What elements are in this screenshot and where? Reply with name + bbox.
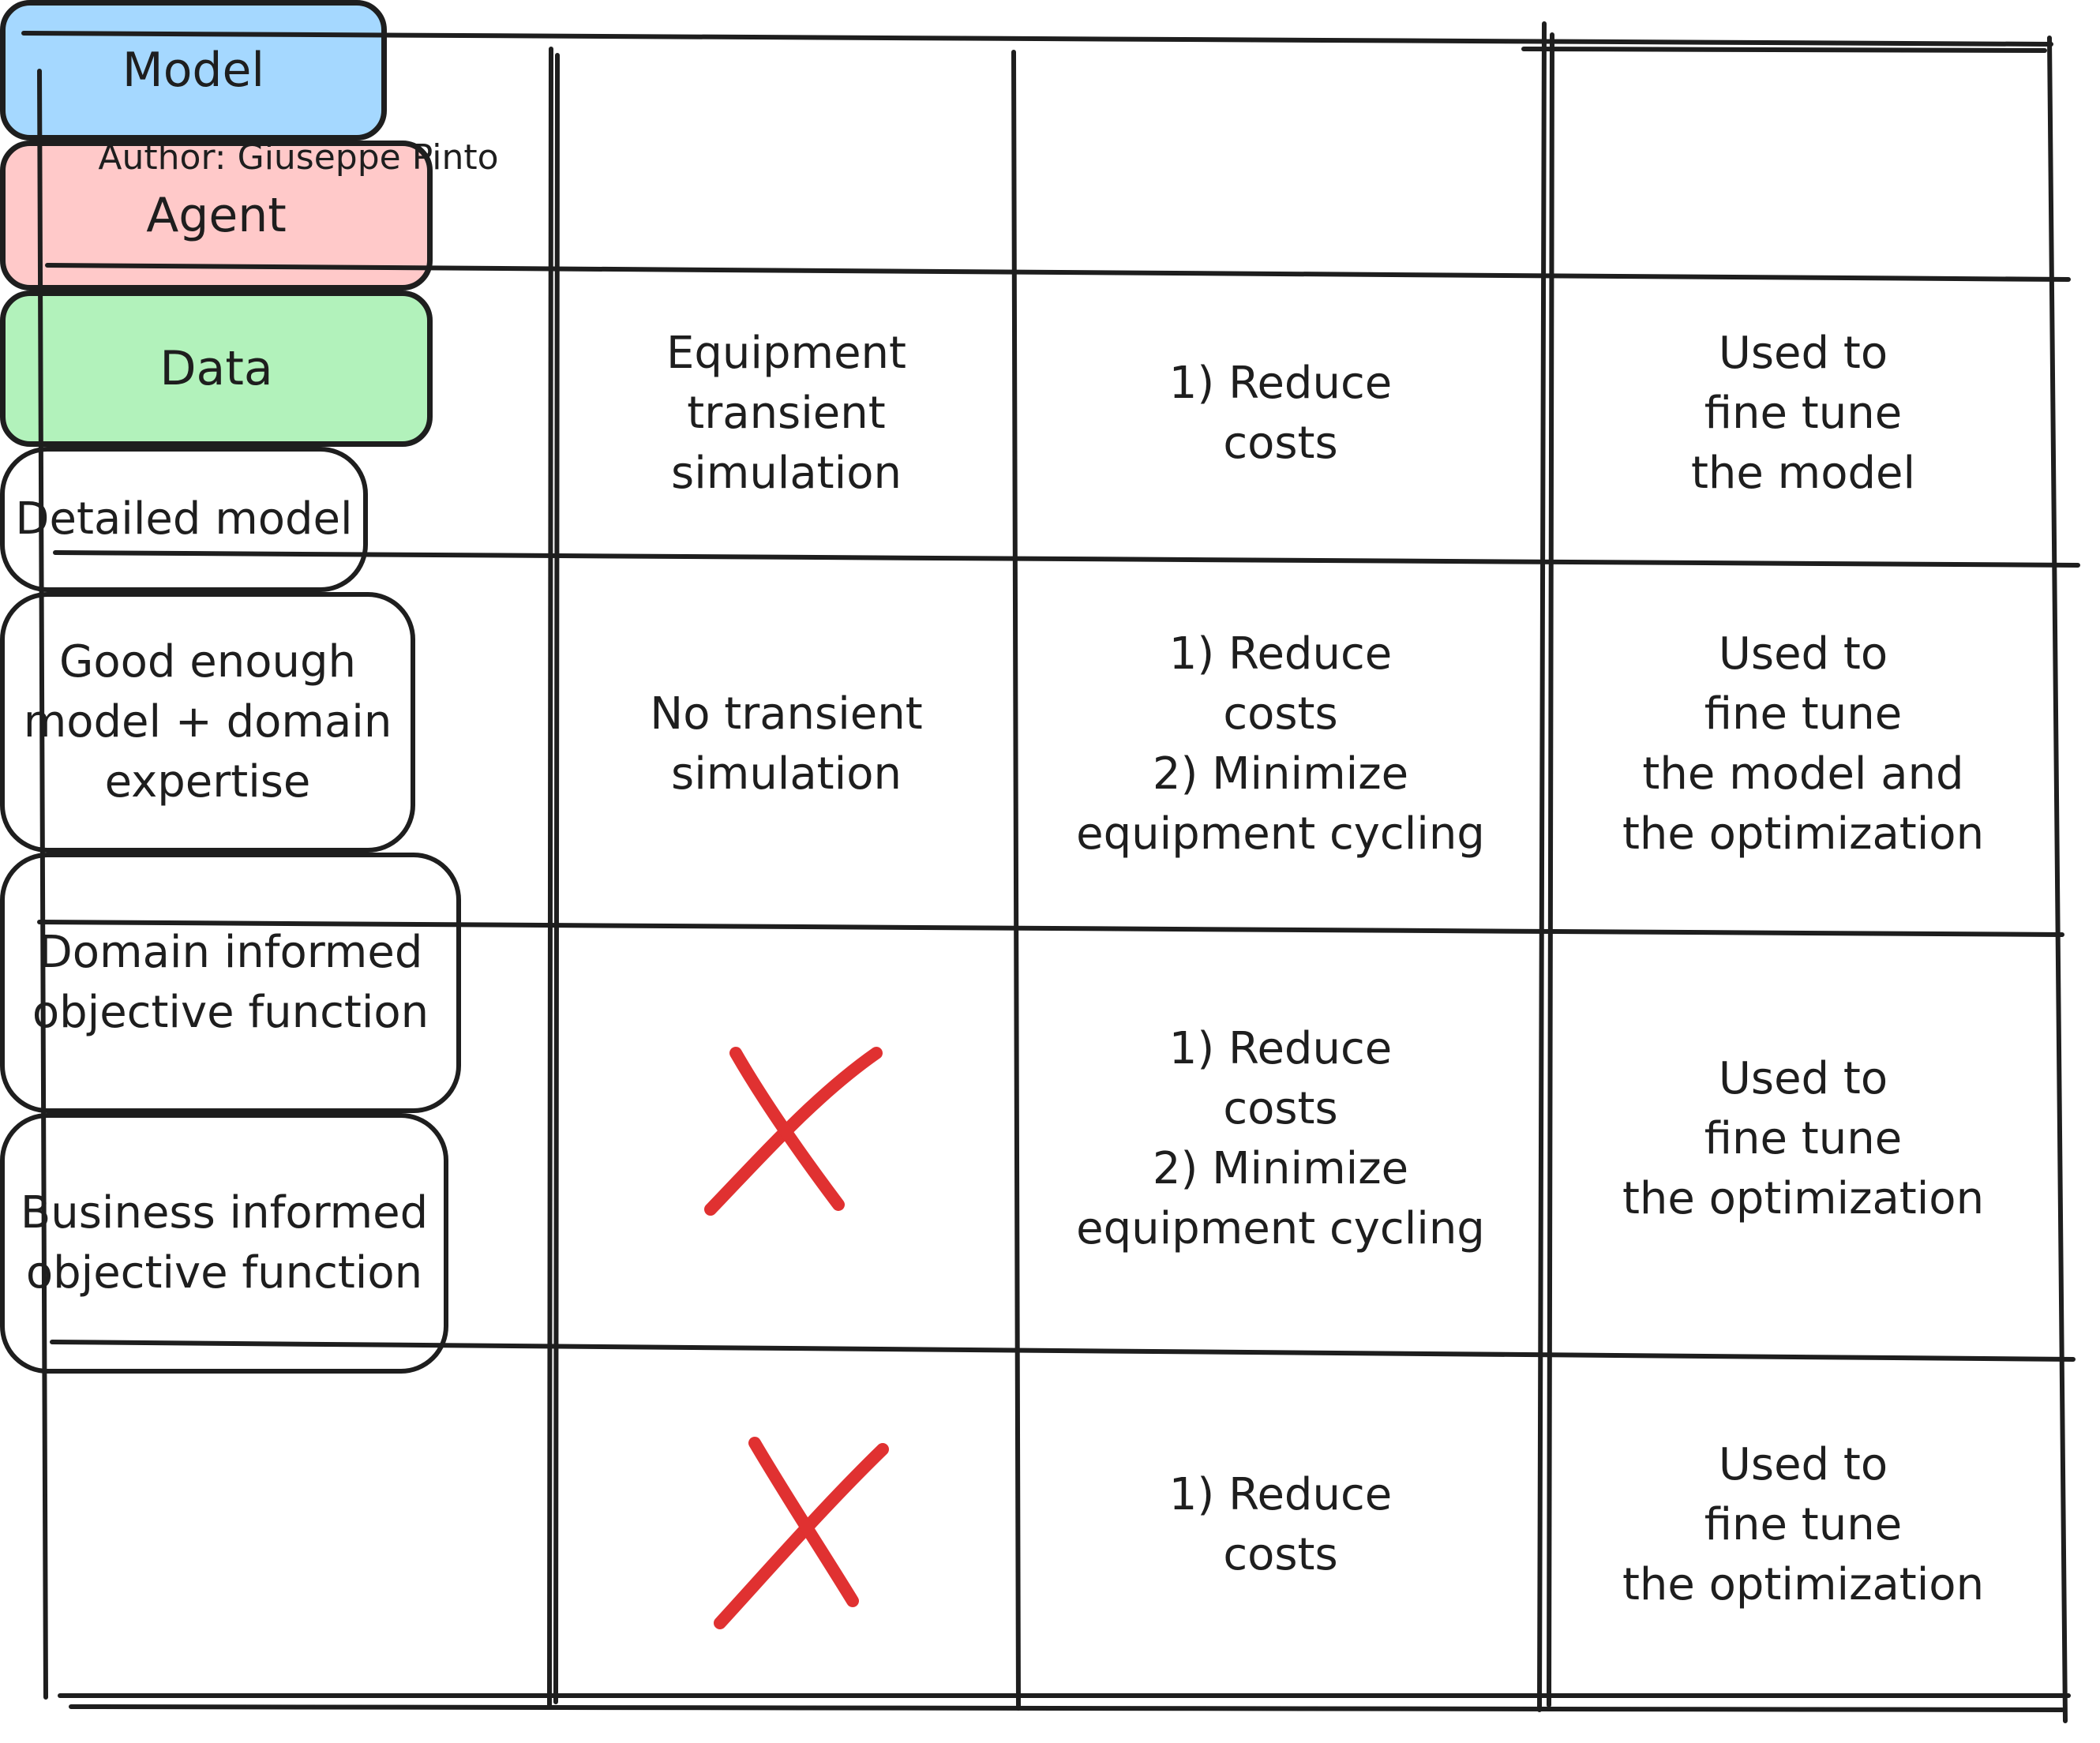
grid-line-h2 xyxy=(53,550,2080,568)
grid-line-top-2 xyxy=(1521,47,2047,53)
grid-line-h3 xyxy=(37,920,2064,937)
cell-business-informed-agent: 1) Reduce costs xyxy=(1168,1469,1393,1580)
row-label-text: Detailed model xyxy=(15,493,353,545)
grid-line-bottom-2 xyxy=(69,1704,2064,1712)
author-cell: Author: Giuseppe Pinto xyxy=(47,47,549,267)
row-label-business-informed: Business informed objective function xyxy=(0,1113,448,1374)
grid-line-v1 xyxy=(547,47,553,1707)
column-header-model: Model xyxy=(0,0,387,141)
grid-line-h1 xyxy=(45,263,2071,282)
column-header-model-label: Model xyxy=(122,43,265,98)
cell-good-enough-model-agent: 1) Reduce costs 2) Minimize equipment cy… xyxy=(1076,628,1485,860)
cell-detailed-model-model: Equipment transient simulation xyxy=(666,328,906,499)
grid-line-v0 xyxy=(37,69,48,1700)
row-label-good-enough-model: Good enough model + domain expertise xyxy=(0,592,415,853)
cell-detailed-model-agent: 1) Reduce costs xyxy=(1168,358,1393,469)
red-cross-icon xyxy=(714,1437,889,1629)
cell-domain-informed-data: Used to fine tune the optimization xyxy=(1622,1053,1985,1224)
cell-business-informed-data: Used to fine tune the optimization xyxy=(1622,1439,1985,1610)
row-label-text: Domain informed objective function xyxy=(32,927,429,1038)
grid-line-h4 xyxy=(50,1340,2076,1362)
cell-good-enough-model-data: Used to fine tune the model and the opti… xyxy=(1622,628,1985,860)
column-header-agent-label: Agent xyxy=(146,188,287,243)
red-cross-icon xyxy=(704,1047,883,1216)
grid-line-v3b xyxy=(1547,32,1554,1707)
grid-line-v2 xyxy=(1011,50,1021,1711)
author-label: Author: Giuseppe Pinto xyxy=(98,137,499,178)
cell-good-enough-model-model: No transient simulation xyxy=(650,688,923,800)
grid-line-v1b xyxy=(553,53,560,1704)
cell-detailed-model-data: Used to fine tune the model xyxy=(1690,328,1916,499)
row-label-text: Good enough model + domain expertise xyxy=(23,636,392,808)
cell-domain-informed-agent: 1) Reduce costs 2) Minimize equipment cy… xyxy=(1076,1023,1485,1254)
row-label-text: Business informed objective function xyxy=(20,1187,429,1299)
column-header-data: Data xyxy=(0,290,433,447)
row-label-domain-informed: Domain informed objective function xyxy=(0,853,461,1113)
grid-line-v3 xyxy=(1537,21,1547,1712)
column-header-data-label: Data xyxy=(159,341,273,396)
grid-line-top xyxy=(21,31,2053,47)
row-label-detailed-model: Detailed model xyxy=(0,447,368,592)
grid-line-v4 xyxy=(2047,36,2068,1723)
